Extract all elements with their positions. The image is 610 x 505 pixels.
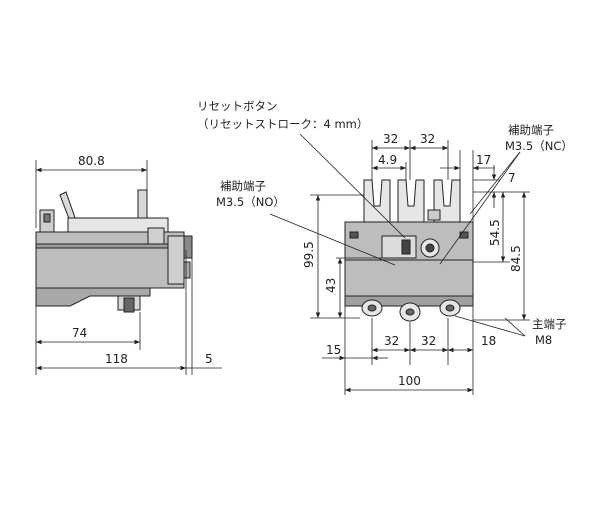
side-view-dimensions xyxy=(35,160,222,375)
front-view xyxy=(344,179,474,322)
dim-front-pitch-1: 32 xyxy=(383,132,398,146)
dim-front-bottom-pitch-2: 32 xyxy=(421,334,436,348)
label-reset-stroke: （リセットストローク：4 mm） xyxy=(197,117,368,131)
label-main-spec: M8 xyxy=(535,333,552,347)
dim-front-height-545: 54.5 xyxy=(488,219,502,246)
dim-front-bottom-15: 15 xyxy=(326,343,341,357)
dim-front-total-width: 100 xyxy=(398,374,421,388)
dim-front-height-43: 43 xyxy=(324,278,338,293)
label-reset-button: リセットボタン xyxy=(197,99,278,113)
dim-front-pitch-2: 32 xyxy=(420,132,435,146)
dim-side-total-width: 118 xyxy=(105,352,128,366)
label-aux-nc-spec: M3.5（NC） xyxy=(505,139,573,153)
dim-front-offset-7: 7 xyxy=(508,171,516,185)
dim-front-bottom-pitch-1: 32 xyxy=(384,334,399,348)
dim-side-top-width: 80.8 xyxy=(78,154,105,168)
dim-side-button-protrusion: 5 xyxy=(205,352,213,366)
label-aux-nc-title: 補助端子 xyxy=(508,123,554,137)
label-main-title: 主端子 xyxy=(532,317,567,331)
side-view xyxy=(35,189,193,313)
dim-front-offset-49: 4.9 xyxy=(378,153,397,167)
dim-side-base-width: 74 xyxy=(72,326,87,340)
dim-front-height-845: 84.5 xyxy=(509,245,523,272)
dim-front-offset-17: 17 xyxy=(476,153,491,167)
dim-front-height-995: 99.5 xyxy=(302,241,316,268)
label-aux-no-title: 補助端子 xyxy=(220,179,266,193)
label-aux-no-spec: M3.5（NO） xyxy=(216,195,285,209)
front-view-dimensions xyxy=(269,133,530,395)
dim-front-bottom-18: 18 xyxy=(481,334,496,348)
